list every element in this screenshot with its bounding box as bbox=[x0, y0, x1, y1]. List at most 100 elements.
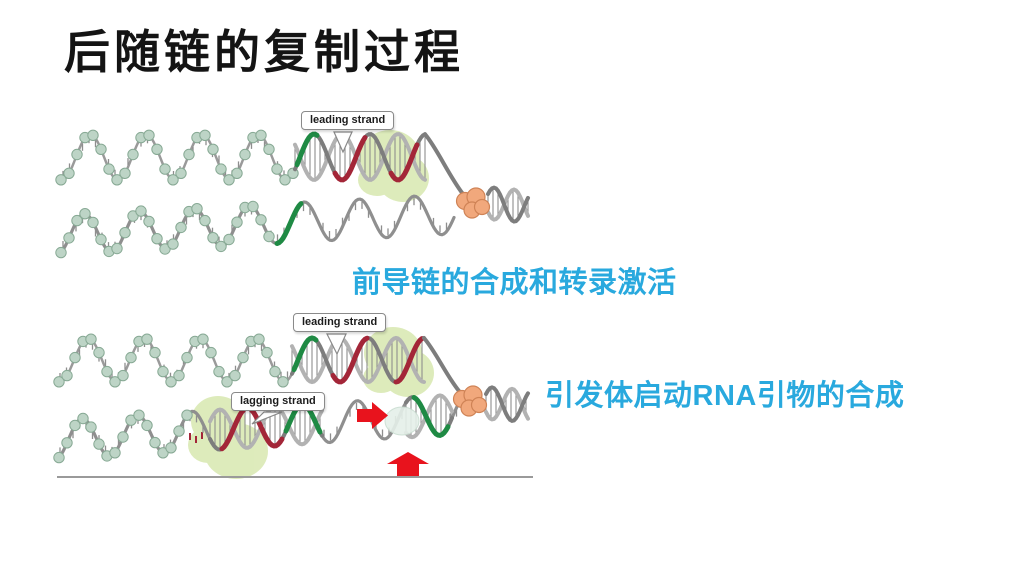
nucleosome-bead bbox=[175, 221, 187, 234]
rna-primer-strand bbox=[294, 131, 320, 168]
nucleosome-bead bbox=[181, 409, 193, 421]
nucleosome-bead bbox=[127, 148, 139, 161]
nucleosome-bead bbox=[213, 365, 225, 378]
nucleosome-bead bbox=[77, 412, 89, 425]
nucleosome-bead bbox=[183, 148, 195, 161]
nucleosome-bead bbox=[53, 376, 65, 388]
template-strand-front bbox=[486, 185, 530, 224]
rna-primer-strand bbox=[411, 395, 451, 438]
nucleosome-bead bbox=[93, 438, 105, 450]
nucleosome-bead bbox=[199, 129, 211, 141]
template-strand-back bbox=[486, 187, 530, 222]
nucleosome-bead bbox=[71, 148, 83, 161]
new-dna-strand bbox=[330, 335, 370, 385]
nucleosome-bead bbox=[207, 143, 219, 155]
red-right-arrow-icon bbox=[357, 402, 388, 429]
leading-strand-diagram-svg bbox=[55, 129, 530, 259]
nucleosome-bead bbox=[117, 369, 129, 382]
nucleosome-bead bbox=[125, 414, 137, 426]
nucleosome-bead bbox=[55, 174, 67, 186]
nucleosome-bead bbox=[55, 246, 67, 259]
nucleosome-bead bbox=[239, 148, 251, 161]
nucleosome-bead bbox=[269, 365, 281, 378]
nucleosome-bead bbox=[247, 200, 259, 213]
nucleosome-bead bbox=[87, 216, 99, 229]
nucleosome-bead bbox=[143, 215, 155, 228]
nucleosome-bead bbox=[215, 240, 227, 253]
nucleosome-bead bbox=[117, 431, 129, 443]
nucleosome-bead bbox=[79, 208, 91, 220]
template-strand-back bbox=[293, 132, 427, 182]
nucleosome-bead bbox=[157, 447, 169, 459]
nucleosome-bead bbox=[181, 351, 193, 364]
nucleosome-bead bbox=[141, 419, 153, 432]
template-strand-back bbox=[404, 393, 454, 440]
new-dna-strand bbox=[332, 135, 368, 183]
nucleosome-bead bbox=[157, 365, 169, 378]
nucleosome-bead bbox=[231, 167, 243, 180]
caption-primer-synthesis: 引发体启动RNA引物的合成 bbox=[545, 380, 905, 412]
nucleosome-bead bbox=[159, 163, 171, 175]
nucleosome-bead bbox=[231, 216, 243, 228]
nucleosome-bead bbox=[255, 129, 267, 141]
nucleosome-bead bbox=[93, 346, 105, 359]
nucleosome-bead bbox=[263, 143, 275, 155]
nucleosome-bead bbox=[175, 167, 187, 180]
nucleosome-bead bbox=[167, 174, 179, 186]
nucleosome-bead bbox=[207, 232, 219, 244]
template-strand-back bbox=[290, 335, 426, 385]
nucleosome-bead bbox=[69, 351, 81, 364]
callout-pointer bbox=[326, 333, 347, 356]
nucleosome-bead bbox=[111, 174, 123, 186]
nucleosome-bead bbox=[167, 238, 179, 250]
nucleosome-bead bbox=[135, 205, 147, 217]
template-strand-back bbox=[484, 386, 530, 422]
nucleosome-bead bbox=[237, 351, 249, 364]
nucleosome-bead bbox=[101, 365, 113, 378]
dna-replication-diagram-leading bbox=[55, 100, 540, 280]
template-strand-front bbox=[484, 385, 530, 424]
slide-title: 后随链的复制过程 bbox=[64, 27, 464, 78]
nucleosome-bead bbox=[271, 163, 283, 175]
new-dna-strand bbox=[393, 336, 425, 385]
dna-replication-diagram-lagging bbox=[50, 293, 545, 488]
caption-leading-synthesis: 前导链的合成和转录激活 bbox=[352, 267, 677, 299]
lagging-strand-diagram-svg bbox=[53, 327, 533, 479]
nucleosome-bead bbox=[191, 203, 203, 215]
nucleosome-bead bbox=[279, 174, 291, 186]
nucleosome-bead bbox=[71, 214, 83, 227]
nucleosome-bead bbox=[61, 369, 73, 382]
nucleosome-bead bbox=[143, 129, 155, 141]
nucleosome-bead bbox=[253, 333, 265, 345]
nucleosome-bead bbox=[197, 333, 209, 345]
nucleosome-bead bbox=[87, 129, 99, 141]
nucleosome-bead bbox=[151, 233, 163, 245]
nucleosome-bead bbox=[109, 447, 121, 459]
nucleosome-bead bbox=[205, 346, 217, 359]
nucleosome-bead bbox=[103, 163, 115, 175]
rna-primer-strand bbox=[291, 335, 319, 373]
helicase-enzyme bbox=[455, 187, 491, 219]
nucleosome-bead bbox=[141, 333, 153, 345]
nucleosome-bead bbox=[173, 425, 185, 437]
nucleosome-bead bbox=[173, 369, 185, 382]
nucleosome-bead bbox=[69, 419, 81, 432]
nucleosome-bead bbox=[119, 227, 131, 239]
nucleosome-bead bbox=[109, 376, 121, 388]
helicase-enzyme bbox=[452, 385, 488, 417]
nucleosome-bead bbox=[151, 143, 163, 155]
nucleosome-bead bbox=[95, 233, 107, 246]
nucleosome-bead bbox=[165, 442, 177, 454]
nucleosome-bead bbox=[149, 436, 161, 449]
nucleosome-bead bbox=[261, 346, 273, 359]
red-up-arrow-icon bbox=[387, 452, 429, 477]
nucleosome-bead bbox=[221, 376, 233, 388]
leading-strand-label: leading strand bbox=[301, 111, 395, 130]
primase-blob bbox=[384, 406, 420, 436]
nucleosome-bead bbox=[125, 351, 137, 364]
callout-pointer bbox=[251, 411, 283, 425]
lagging-strand-label: lagging strand bbox=[231, 392, 325, 411]
nucleosome-bead bbox=[255, 214, 267, 226]
nucleosome-bead bbox=[133, 409, 145, 421]
nucleosome-bead bbox=[63, 167, 75, 180]
